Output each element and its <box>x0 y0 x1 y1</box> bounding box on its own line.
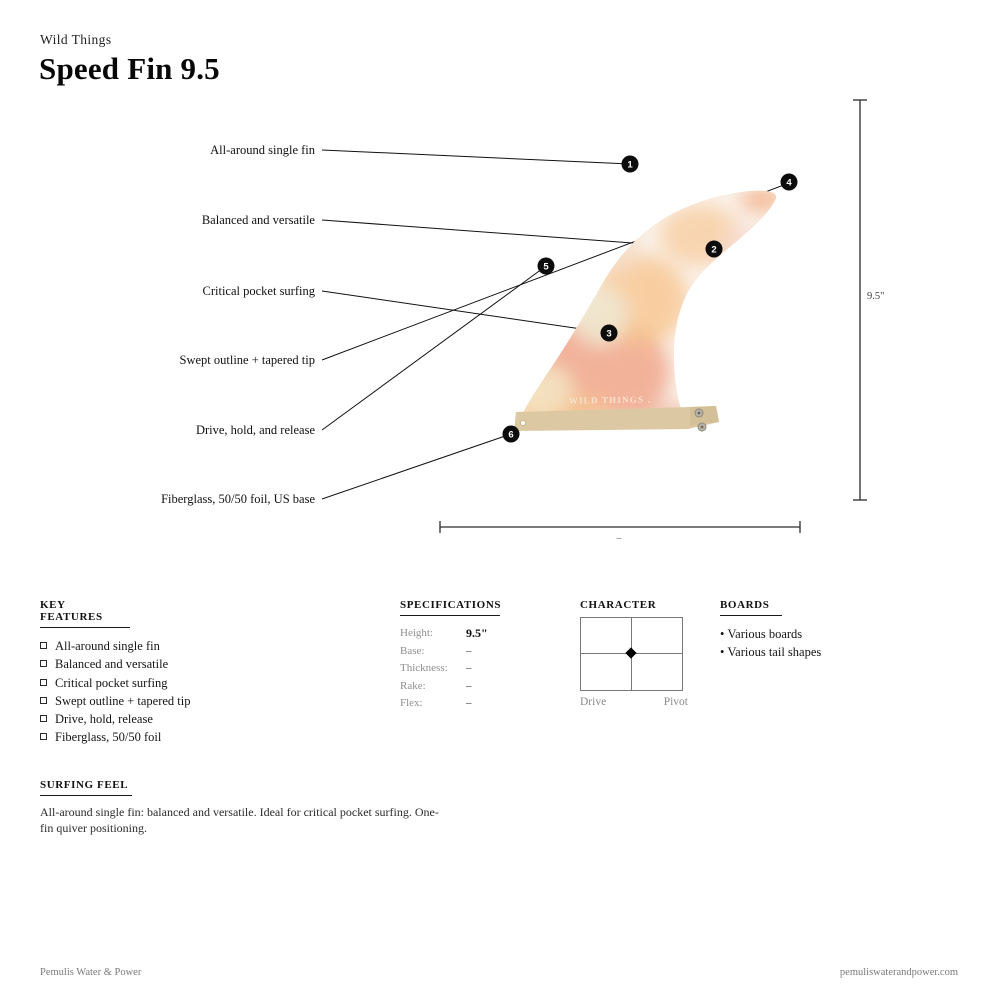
key-feature-item: Drive, hold, release <box>40 710 191 728</box>
boards-heading: BOARDS <box>720 599 782 616</box>
boards-section: BOARDS • Various boards • Various tail s… <box>720 599 821 661</box>
spec-value: – <box>466 662 472 675</box>
callout-label-1: All-around single fin <box>210 143 315 157</box>
svg-text:6: 6 <box>508 430 513 441</box>
surfing-feel-section: SURFING FEEL All-around single fin: bala… <box>40 779 440 836</box>
board-item-text: Various tail shapes <box>727 645 822 659</box>
key-features-heading: KEY FEATURES <box>40 599 130 628</box>
callout-line-6 <box>321 433 512 500</box>
character-quadrant-chart <box>580 617 683 691</box>
square-bullet-icon <box>40 715 47 723</box>
character-heading: CHARACTER <box>580 599 657 611</box>
callout-marker-5: 5 <box>537 257 555 275</box>
spec-value: – <box>466 679 472 692</box>
key-feature-item: Fiberglass, 50/50 foil <box>40 728 191 746</box>
callout-label-5: Drive, hold, and release <box>195 423 315 437</box>
key-feature-item: Critical pocket surfing <box>40 674 191 692</box>
callout-marker-1: 1 <box>621 155 639 173</box>
width-dimension-line <box>439 521 801 533</box>
square-bullet-icon <box>40 733 47 741</box>
callout-marker-2: 2 <box>705 240 723 258</box>
callout-label-3: Critical pocket surfing <box>202 284 315 298</box>
square-bullet-icon <box>40 660 47 668</box>
square-bullet-icon <box>40 678 47 686</box>
callout-marker-6: 6 <box>502 425 520 443</box>
specifications-section: SPECIFICATIONS Height: 9.5" Base: – Thic… <box>400 599 501 713</box>
key-feature-item: Balanced and versatile <box>40 655 191 673</box>
spec-label: Rake: <box>400 679 426 692</box>
square-bullet-icon <box>40 696 47 704</box>
key-feature-text: Critical pocket surfing <box>55 675 168 690</box>
key-feature-text: Balanced and versatile <box>55 657 169 672</box>
svg-text:5: 5 <box>543 262 549 273</box>
fin-base-tab <box>690 406 719 426</box>
callout-label-6: Fiberglass, 50/50 foil, US base <box>161 492 315 506</box>
spec-row-thickness: Thickness: – <box>400 660 500 678</box>
square-bullet-icon <box>40 642 47 649</box>
footer-website: pemuliswaterandpower.com <box>839 967 958 978</box>
key-features-section: KEY FEATURES All-around single fin Balan… <box>40 599 191 747</box>
callout-marker-3: 3 <box>600 324 618 342</box>
key-feature-item: All-around single fin <box>40 637 191 655</box>
character-position-marker <box>625 647 637 659</box>
board-item: • Various tail shapes <box>720 645 822 659</box>
surfing-feel-heading: SURFING FEEL <box>40 779 132 796</box>
height-dimension-line <box>853 99 867 501</box>
spec-row-height: Height: 9.5" <box>400 625 500 643</box>
character-axis-pivot: Pivot <box>663 696 688 708</box>
key-feature-item: Swept outline + tapered tip <box>40 692 191 710</box>
spec-label: Base: <box>400 644 425 657</box>
width-dimension-value: – <box>616 533 622 544</box>
page-title: Speed Fin 9.5 <box>39 51 220 86</box>
spec-label: Thickness: <box>400 662 448 675</box>
svg-text:4: 4 <box>786 178 792 189</box>
specifications-heading: SPECIFICATIONS <box>400 599 501 616</box>
callout-label-4: Swept outline + tapered tip <box>179 353 316 367</box>
svg-text:3: 3 <box>606 329 611 340</box>
callout-line-3 <box>321 290 610 334</box>
callout-label-2: Balanced and versatile <box>201 213 315 227</box>
character-section: CHARACTER Drive Pivot <box>580 599 688 708</box>
character-axis-drive: Drive <box>580 696 607 708</box>
key-feature-text: Drive, hold, release <box>55 712 153 727</box>
key-feature-text: Swept outline + tapered tip <box>55 693 191 708</box>
fin-illustration: WILD THINGS . <box>514 190 777 432</box>
key-feature-text: All-around single fin <box>55 639 160 653</box>
spec-row-rake: Rake: – <box>400 678 500 696</box>
height-dimension-value: 9.5" <box>867 291 885 302</box>
spec-label: Height: <box>400 627 433 639</box>
spec-value: – <box>466 644 472 657</box>
surfing-feel-text: All-around single fin: balanced and vers… <box>40 805 439 835</box>
fin-base-plate <box>514 406 719 431</box>
board-item: • Various boards <box>720 627 803 641</box>
fin-watermark: WILD THINGS . <box>569 394 651 405</box>
spec-row-base: Base: – <box>400 643 500 661</box>
board-item-text: Various boards <box>727 627 803 641</box>
svg-text:1: 1 <box>627 160 633 171</box>
key-feature-text: Fiberglass, 50/50 foil <box>55 730 162 745</box>
callout-line-5 <box>321 265 547 431</box>
spec-label: Flex: <box>400 697 423 710</box>
callout-marker-4: 4 <box>780 173 798 191</box>
brand-name: Wild Things <box>40 32 112 47</box>
fin-screw-bottom-center <box>700 425 704 429</box>
fin-screw-top-center <box>697 411 701 415</box>
svg-text:2: 2 <box>711 245 716 256</box>
spec-value: – <box>466 697 472 710</box>
callout-line-1 <box>321 149 631 165</box>
footer-company: Pemulis Water & Power <box>40 967 142 978</box>
spec-value: 9.5" <box>466 626 488 640</box>
spec-row-flex: Flex: – <box>400 695 500 713</box>
callout-markers: 1 2 3 4 5 6 <box>502 155 798 443</box>
fin-base-pinhole <box>520 420 526 426</box>
character-axis-labels: Drive Pivot <box>580 696 688 708</box>
